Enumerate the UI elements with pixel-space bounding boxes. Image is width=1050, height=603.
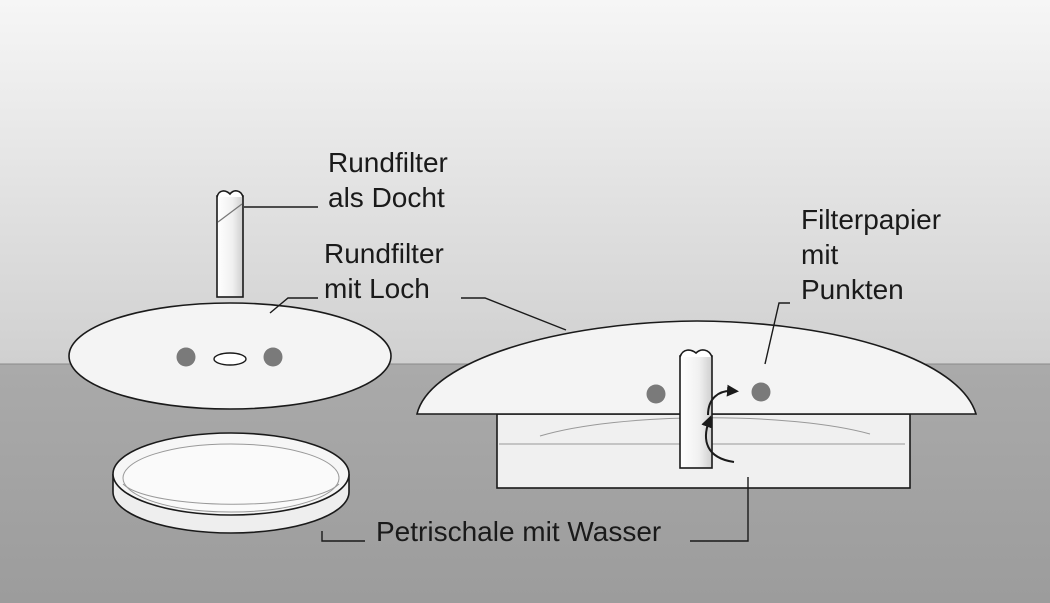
filter-with-hole [68, 302, 392, 410]
leader-dish-right [690, 477, 749, 542]
label-petri-dish: Petrischale mit Wasser [376, 516, 661, 547]
leader-filter-paper-left [461, 297, 567, 331]
label-paper-line2: mit [801, 239, 839, 270]
flow-arrow-up [701, 415, 735, 463]
label-wick-line2: als Docht [328, 182, 445, 213]
leader-dish-left [321, 531, 365, 542]
leader-filter-hole [269, 297, 318, 314]
label-paper-line3: Punkten [801, 274, 904, 305]
wick-roll-right [679, 349, 713, 469]
sample-dot [751, 382, 771, 402]
flow-arrow-side [707, 384, 739, 416]
leader-lines [244, 206, 790, 542]
petri-dish-left [112, 432, 350, 534]
flow-arrows [701, 384, 739, 463]
wick-roll-left [216, 190, 244, 298]
sample-dot [263, 347, 283, 367]
sample-dot [646, 384, 666, 404]
label-hole-line1: Rundfilter [324, 238, 444, 269]
filter-hole [213, 352, 247, 366]
wall-background [0, 0, 1050, 364]
label-paper-line1: Filterpapier [801, 204, 941, 235]
label-wick-line1: Rundfilter [328, 147, 448, 178]
sample-dot [176, 347, 196, 367]
label-hole-line2: mit Loch [324, 273, 430, 304]
leader-filter-paper-right [764, 302, 790, 365]
